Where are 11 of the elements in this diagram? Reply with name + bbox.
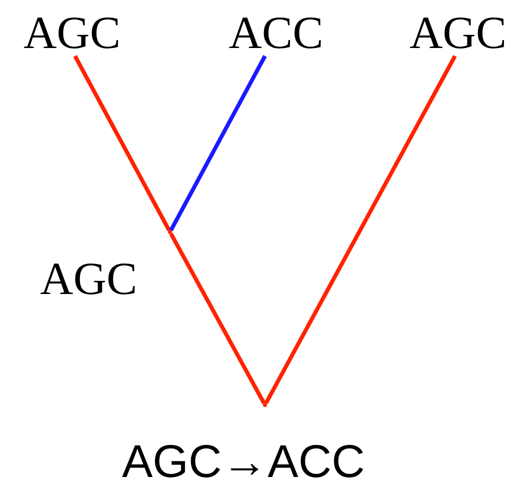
ancestral-sequence-label: AGC <box>40 256 138 302</box>
sequence-label: AGC <box>396 10 520 54</box>
branch-node <box>263 403 267 407</box>
sequence-label: AGC <box>10 10 134 54</box>
sequence-label: ACC <box>214 10 338 54</box>
tree-branch <box>73 55 171 232</box>
tree-branch <box>169 55 267 232</box>
mutation-label: AGC→ACC <box>122 436 365 486</box>
tree-branch <box>264 55 457 404</box>
branch-node <box>168 230 172 234</box>
tree-branch <box>169 232 266 404</box>
